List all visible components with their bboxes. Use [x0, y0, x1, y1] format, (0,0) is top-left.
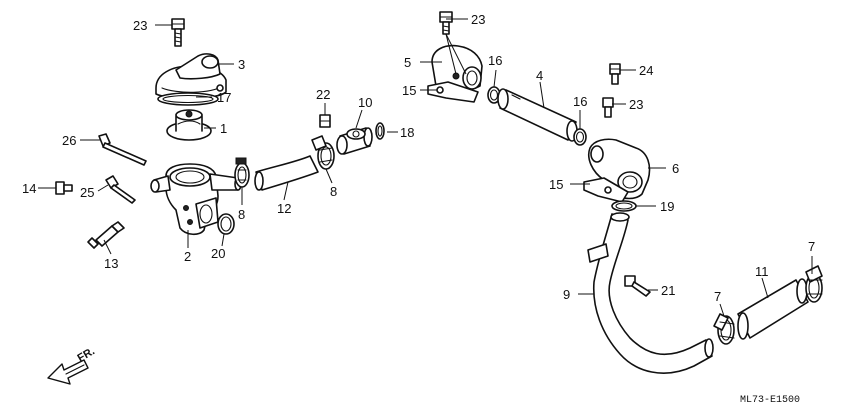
o-ring-18	[375, 122, 385, 140]
bolt-22	[319, 114, 331, 128]
callout-3: 3	[238, 57, 245, 72]
callout-20: 20	[211, 246, 225, 261]
callout-23-right: 23	[629, 97, 643, 112]
o-ring-20	[217, 213, 235, 235]
front-arrow: FR.	[47, 345, 97, 385]
callout-19: 19	[660, 199, 674, 214]
drawing-code: ML73-E1500	[740, 395, 800, 406]
thermostat	[166, 109, 212, 141]
o-ring-16-right	[573, 128, 587, 146]
clamp-8-left	[234, 157, 250, 188]
callout-13: 13	[104, 256, 118, 271]
callout-11: 11	[755, 264, 769, 279]
callout-7-lower: 7	[714, 289, 721, 304]
callout-labels: 23 3 17 1 26 14 25 13 2 20 8 12 22 10 18…	[22, 12, 815, 304]
clamp-7-upper	[805, 265, 823, 303]
callout-17: 17	[217, 90, 231, 105]
callout-14: 14	[22, 181, 36, 196]
clamp-8-right	[311, 135, 335, 170]
bolt-26	[98, 133, 147, 166]
front-arrow-label: FR.	[76, 345, 97, 364]
clamp-7-lower	[713, 313, 735, 345]
callout-2: 2	[184, 249, 191, 264]
callout-7-upper: 7	[808, 239, 815, 254]
hose-12	[254, 155, 319, 191]
bolt-23-top	[171, 18, 185, 47]
thermostat-housing	[150, 163, 242, 236]
callout-22: 22	[316, 87, 330, 102]
callout-26: 26	[62, 133, 76, 148]
callout-9: 9	[563, 287, 570, 302]
pipe-9	[587, 212, 714, 374]
o-ring-19	[611, 200, 637, 212]
bolt-23-right	[602, 97, 614, 118]
callout-16-right: 16	[573, 94, 587, 109]
callout-25: 25	[80, 185, 94, 200]
water-joint-6	[583, 138, 651, 203]
callout-18: 18	[400, 125, 414, 140]
callout-23-top: 23	[133, 18, 147, 33]
callout-5: 5	[404, 55, 411, 70]
callout-10: 10	[358, 95, 372, 110]
callout-4: 4	[536, 68, 543, 83]
callout-16-left: 16	[488, 53, 502, 68]
sensor-13	[87, 221, 125, 249]
thermostat-cover	[155, 53, 227, 100]
joint-pipe-10	[336, 127, 373, 155]
o-ring-17	[157, 92, 219, 106]
callout-23-middle: 23	[471, 12, 485, 27]
callout-15-left: 15	[402, 83, 416, 98]
bolt-24	[609, 63, 621, 85]
bolt-21	[624, 275, 651, 297]
outlet-joint-5	[427, 44, 483, 103]
bolt-23-middle	[439, 11, 453, 35]
callout-12: 12	[277, 201, 291, 216]
callout-24: 24	[639, 63, 653, 78]
callout-1: 1	[220, 121, 227, 136]
callout-8-left: 8	[238, 207, 245, 222]
callout-15-right: 15	[549, 177, 563, 192]
callout-21: 21	[661, 283, 675, 298]
bolt-25	[105, 175, 136, 204]
callout-6: 6	[672, 161, 679, 176]
bolt-14	[55, 181, 73, 195]
callout-8-right: 8	[330, 184, 337, 199]
hose-11	[737, 278, 809, 340]
leader-lines	[38, 18, 813, 317]
pipe-4	[497, 88, 578, 142]
